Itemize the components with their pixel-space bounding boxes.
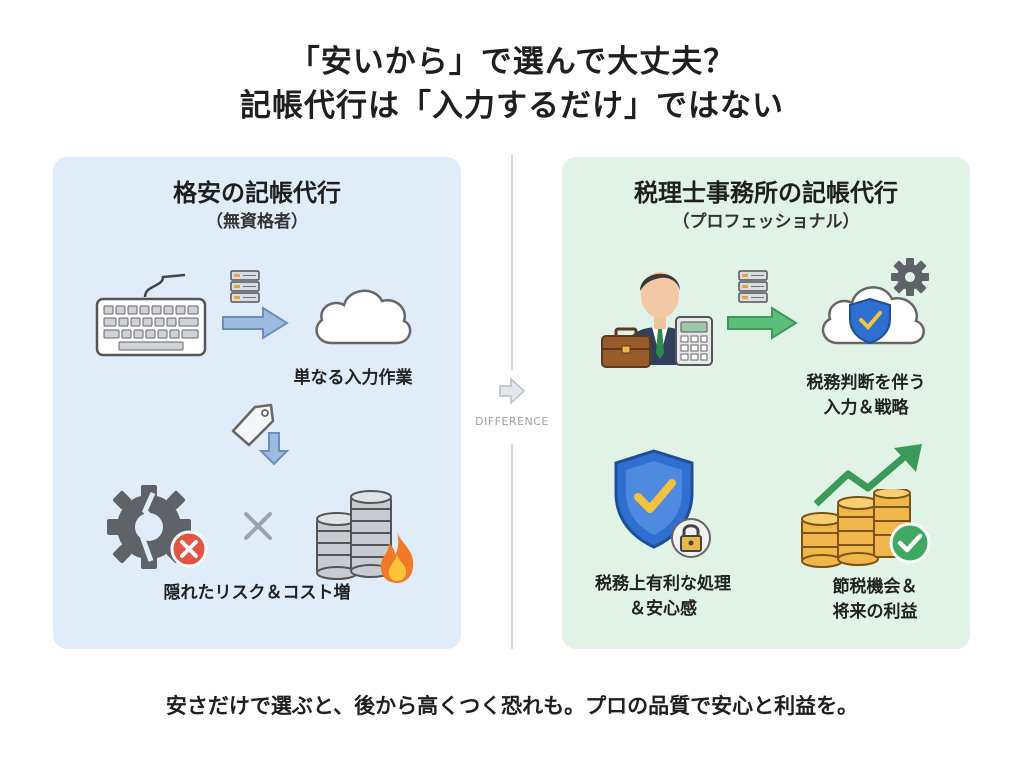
right-panel-heading: 税理士事務所の記帳代行 （プロフェッショナル） xyxy=(562,177,970,235)
right-panel: 税理士事務所の記帳代行 （プロフェッショナル） xyxy=(562,157,970,649)
label-tax-judgment: 税務判断を伴う 入力＆戦略 xyxy=(776,371,956,421)
difference-label: DIFFERENCE xyxy=(475,415,549,428)
label-future-benefit-line-2: 将来の利益 xyxy=(832,602,918,622)
fire-icon xyxy=(380,531,414,583)
price-tag-down-icon xyxy=(231,403,290,466)
keyboard-icon xyxy=(95,273,207,357)
label-future-benefit: 節税機会＆ 将来の利益 xyxy=(790,575,960,625)
check-icon xyxy=(889,522,931,564)
cross-icon xyxy=(244,512,272,540)
server-icon xyxy=(230,270,260,303)
footer-message: 安さだけで選ぶと、後から高くつく恐れも。プロの品質で安心と利益を。 xyxy=(165,694,859,718)
label-tax-advantage-line-2: ＆安心感 xyxy=(629,599,697,619)
calculator-icon xyxy=(675,316,713,366)
arrow-right-icon xyxy=(222,306,289,340)
label-tax-advantage: 税務上有利な処理 ＆安心感 xyxy=(568,572,758,622)
cloud-shield-icon xyxy=(821,286,925,345)
gear-icon xyxy=(891,258,929,296)
label-tax-advantage-line-1: 税務上有利な処理 xyxy=(595,574,731,594)
label-simple-input: 単なる入力作業 xyxy=(293,368,413,388)
divider-top xyxy=(511,155,513,370)
left-panel-heading: 格安の記帳代行 （無資格者） xyxy=(53,177,461,235)
coin-stack-icon xyxy=(316,490,392,580)
left-subheading: （無資格者） xyxy=(206,212,308,232)
divider-bottom xyxy=(511,444,513,649)
broken-gear-icon xyxy=(107,485,191,569)
lock-icon xyxy=(671,518,711,558)
label-tax-judgment-line-1: 税務判断を伴う xyxy=(806,373,926,393)
difference-arrow-icon xyxy=(499,377,526,405)
title-line-2: 記帳代行は「入力するだけ」ではない xyxy=(240,88,784,124)
briefcase-icon xyxy=(601,327,651,368)
cloud-icon xyxy=(315,289,412,345)
right-subheading: （プロフェッショナル） xyxy=(672,212,860,232)
page-title: 「安いから」で選んで大丈夫？ 記帳代行は「入力するだけ」ではない xyxy=(0,40,1024,128)
arrow-right-icon xyxy=(727,306,798,340)
shield-check-icon xyxy=(614,449,694,549)
title-line-1: 「安いから」で選んで大丈夫？ xyxy=(288,44,736,80)
server-icon xyxy=(738,270,768,303)
right-heading: 税理士事務所の記帳代行 xyxy=(634,179,898,207)
label-tax-judgment-line-2: 入力＆戦略 xyxy=(823,398,909,418)
growth-arrow-icon xyxy=(813,444,922,507)
left-heading: 格安の記帳代行 xyxy=(173,179,341,207)
label-future-benefit-line-1: 節税機会＆ xyxy=(832,577,918,597)
label-hidden-risk: 隠れたリスク＆コスト増 xyxy=(163,583,351,603)
left-panel: 格安の記帳代行 （無資格者） 単なる入力作業 xyxy=(53,157,461,649)
error-icon xyxy=(170,530,208,568)
